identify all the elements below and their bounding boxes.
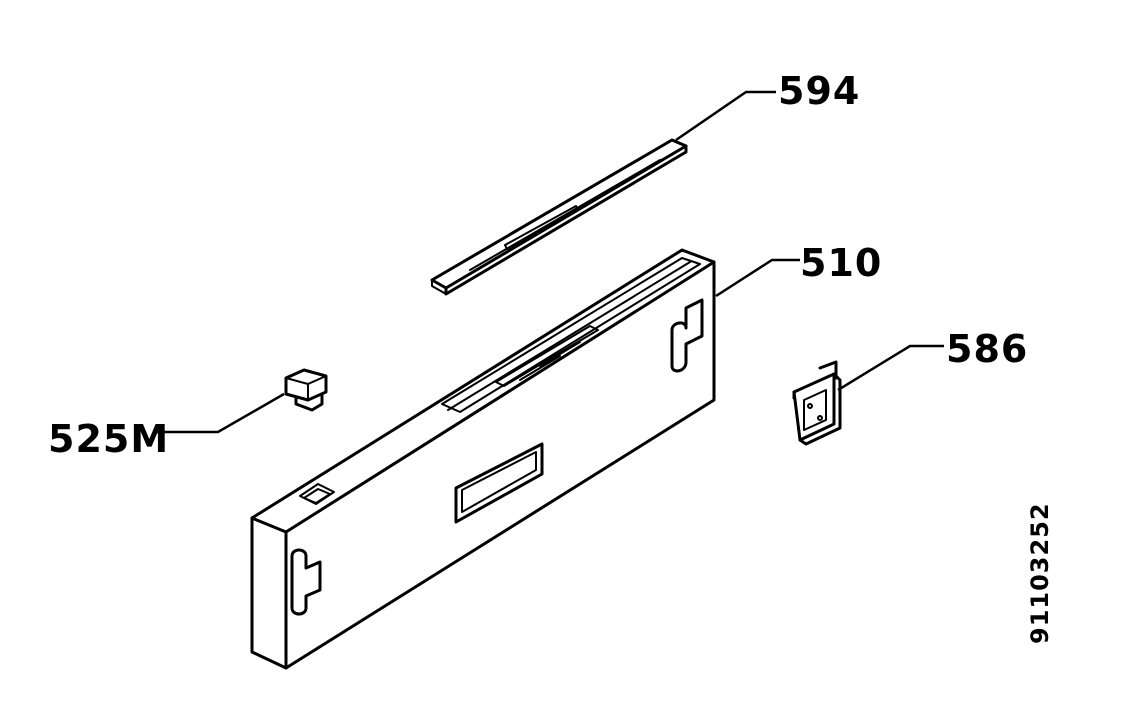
leader-586 [837, 344, 944, 392]
label-510: 510 [800, 241, 882, 285]
leader-lines [156, 90, 944, 434]
leader-510 [715, 258, 800, 298]
leader-525m [156, 392, 285, 434]
part-594-trim-strip [430, 138, 688, 296]
document-number: 91103252 [1026, 502, 1054, 644]
part-586-bracket [792, 360, 842, 446]
label-525m: 525M [48, 417, 169, 461]
part-525m-knob [284, 368, 328, 412]
label-594: 594 [778, 69, 860, 113]
part-510-control-panel [250, 248, 716, 670]
leader-594 [675, 90, 776, 142]
label-586: 586 [946, 327, 1028, 371]
